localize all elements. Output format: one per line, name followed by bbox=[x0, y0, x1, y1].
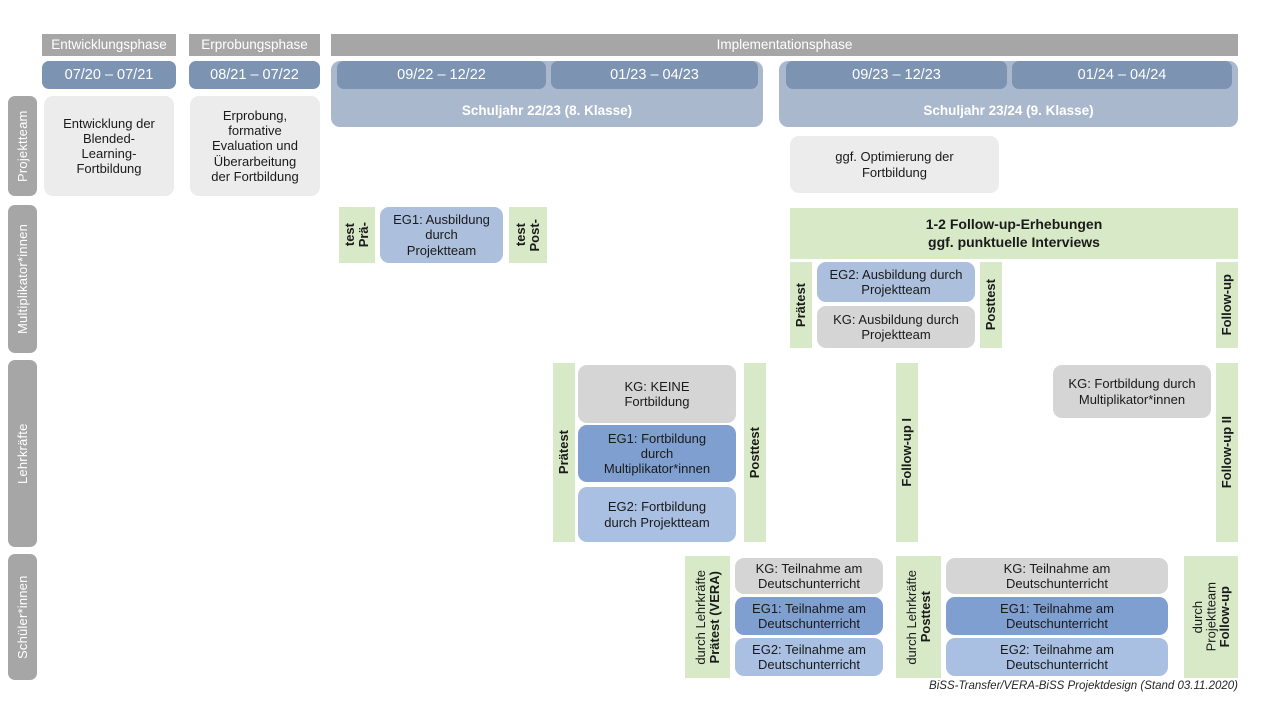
card-mult-eg1-ausbildung: EG1: Ausbildung durch Projektteam bbox=[380, 207, 503, 263]
strip-label-posttest: Posttest bbox=[983, 279, 999, 331]
strip-posttest-schueler: Posttest durch Lehrkräfte bbox=[896, 556, 941, 678]
period-chip-0821-0722: 08/21 – 07/22 bbox=[189, 61, 320, 89]
strip-label-posttest-lehrkraefte: Posttest bbox=[747, 426, 763, 479]
strip-label-followup-schueler: Follow-up bbox=[1216, 586, 1232, 648]
card-lehr-eg2-fortbildung: EG2: Fortbildung durch Projektteam bbox=[578, 487, 736, 542]
strip-label-praetest-lehrkraefte: Prätest bbox=[556, 430, 572, 475]
strip-label-praetest: Prätest bbox=[793, 282, 809, 328]
strip-posttest-lehrkraefte: Posttest bbox=[744, 363, 766, 542]
phase-header-entwicklungsphase: Entwicklungsphase bbox=[42, 34, 176, 56]
card-schueler-kg-2: KG: Teilnahme am Deutschunterricht bbox=[946, 558, 1168, 594]
card-schueler-eg1-2: EG1: Teilnahme am Deutschunterricht bbox=[946, 597, 1168, 635]
card-mult-eg2-ausbildung: EG2: Ausbildung durch Projektteam bbox=[817, 262, 975, 302]
card-schueler-kg-1: KG: Teilnahme am Deutschunterricht bbox=[735, 558, 883, 594]
row-label-multiplikatorinnen: Multiplikator*innen bbox=[8, 205, 37, 353]
strip-followup-1-lehrkraefte: Follow-up I bbox=[896, 363, 918, 542]
strip-label-followup: Follow-up bbox=[1219, 274, 1235, 336]
card-schueler-eg2-1: EG2: Teilnahme am Deutschunterricht bbox=[735, 638, 883, 676]
period-chip-0720-0721: 07/20 – 07/21 bbox=[42, 61, 176, 89]
strip-label-posttest-schueler: Posttest bbox=[917, 591, 933, 643]
strip-sublabel-durch-lehrkraefte-2: durch Lehrkräfte bbox=[903, 569, 919, 665]
row-label-lehrkraefte: Lehrkräfte bbox=[8, 360, 37, 547]
period-chip-0922-1222: 09/22 – 12/22 bbox=[337, 61, 546, 89]
strip-followup-multiplikatoren: Follow-up bbox=[1216, 262, 1238, 348]
strip-posttest-multiplikatoren-2: Posttest bbox=[980, 262, 1002, 348]
strip-line-praetest-2: test bbox=[342, 223, 358, 247]
strip-label-praetest-vera: Prätest (VERA) bbox=[706, 570, 722, 664]
strip-line-posttest-1: Post- bbox=[527, 218, 542, 252]
row-label-projektteam: Projektteam bbox=[8, 96, 37, 196]
strip-posttest-multiplikatoren: Post- test bbox=[509, 207, 547, 263]
card-lehr-kg-keine-fortbildung: KG: KEINE Fortbildung bbox=[578, 365, 736, 423]
period-chip-0124-0424: 01/24 – 04/24 bbox=[1012, 61, 1232, 89]
strip-praetest-lehrkraefte: Prätest bbox=[553, 363, 575, 542]
card-lehr-eg1-fortbildung: EG1: Fortbildung durch Multiplikator*inn… bbox=[578, 425, 736, 482]
banner-followup-erhebungen: 1-2 Follow-up-Erhebungen ggf. punktuelle… bbox=[790, 208, 1238, 259]
card-ggf-optimierung: ggf. Optimierung der Fortbildung bbox=[790, 136, 999, 193]
row-label-schuelerinnen: Schüler*innen bbox=[8, 554, 37, 680]
period-chip-0123-0423: 01/23 – 04/23 bbox=[551, 61, 758, 89]
card-erprobung-evaluation: Erprobung, formative Evaluation und Über… bbox=[190, 96, 320, 196]
strip-praetest-vera-schueler: Prätest (VERA) durch Lehrkräfte bbox=[685, 556, 730, 678]
phase-header-implementationsphase: Implementationsphase bbox=[331, 34, 1238, 56]
strip-followup-schueler: Follow-up durch Projektteam bbox=[1184, 556, 1238, 678]
period-chip-0923-1223: 09/23 – 12/23 bbox=[786, 61, 1007, 89]
card-lehr-kg-fortbildung-multiplikatoren: KG: Fortbildung durch Multiplikator*inne… bbox=[1053, 365, 1211, 418]
strip-line-praetest-1: Prä- bbox=[356, 222, 371, 248]
strip-label-followup-1: Follow-up I bbox=[899, 418, 915, 487]
strip-praetest-multiplikatoren: Prä- test bbox=[339, 207, 375, 263]
card-schueler-eg2-2: EG2: Teilnahme am Deutschunterricht bbox=[946, 638, 1168, 676]
card-schueler-eg1-1: EG1: Teilnahme am Deutschunterricht bbox=[735, 597, 883, 635]
strip-label-followup-2: Follow-up II bbox=[1219, 416, 1235, 489]
strip-followup-2-lehrkraefte: Follow-up II bbox=[1216, 363, 1238, 542]
card-entwicklung-fortbildung: Entwicklung der Blended- Learning- Fortb… bbox=[44, 96, 174, 196]
strip-sublabel-durch-lehrkraefte-1: durch Lehrkräfte bbox=[692, 569, 708, 665]
figure-caption: BiSS-Transfer/VERA-BiSS Projektdesign (S… bbox=[929, 680, 1238, 692]
phase-header-erprobungsphase: Erprobungsphase bbox=[189, 34, 320, 56]
card-mult-kg-ausbildung: KG: Ausbildung durch Projektteam bbox=[817, 306, 975, 348]
strip-line-posttest-2: test bbox=[513, 223, 529, 247]
strip-sublabel-durch-projektteam: durch Projektteam bbox=[1189, 582, 1219, 652]
strip-praetest-multiplikatoren-2: Prätest bbox=[790, 262, 812, 348]
